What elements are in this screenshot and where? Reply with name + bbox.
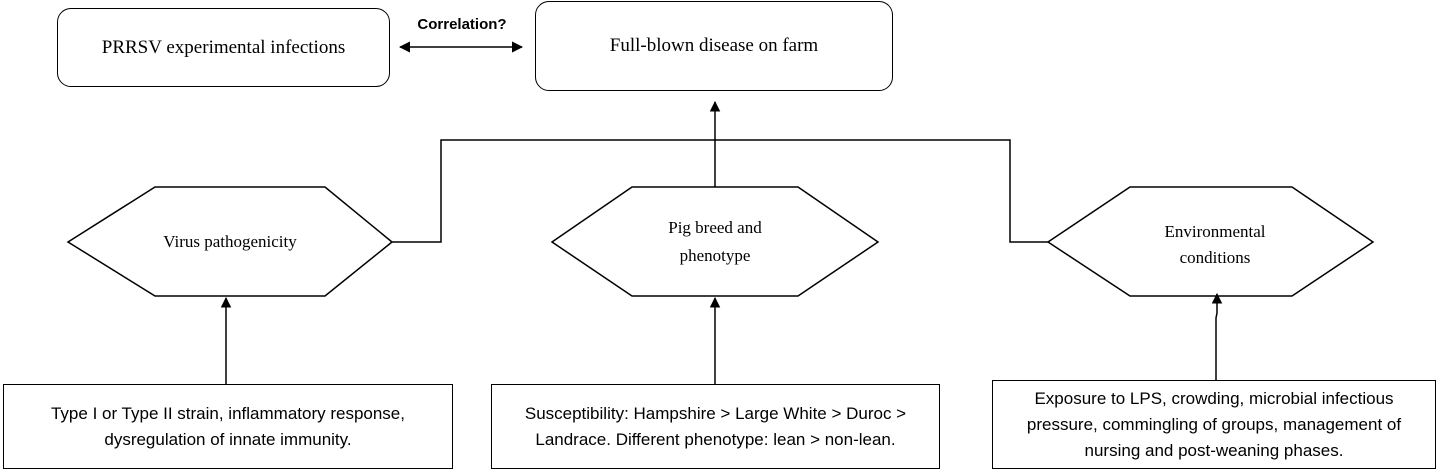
farm-disease-box: Full-blown disease on farm [535, 1, 893, 91]
pig-breed-details-box: Susceptibility: Hampshire > Large White … [491, 384, 940, 469]
environment-hexagon [1046, 186, 1375, 297]
environment-factor-label: Environmental conditions [1100, 217, 1330, 273]
virus-connector [392, 139, 715, 243]
pig-breed-details-line-1: Susceptibility: Hampshire > Large White … [524, 403, 907, 423]
virus-details-box: Type I or Type II strain, inflammatory r… [3, 384, 453, 469]
correlation-text: Correlation? [417, 15, 507, 33]
correlation-label: Correlation? [404, 12, 520, 36]
environment-detail-arrow [1211, 292, 1223, 380]
virus-details-line-1: Type I or Type II strain, inflammatory r… [50, 403, 405, 423]
environment-details-box: Exposure to LPS, crowding, microbial inf… [992, 380, 1436, 469]
experimental-infections-box: PRRSV experimental infections [57, 8, 390, 87]
pig-breed-hexagon [550, 186, 880, 297]
pig-breed-line-1: Pig breed and [668, 218, 762, 237]
environment-line-2: conditions [1179, 248, 1251, 267]
environment-details-line-3: nursing and post-weaning phases. [1084, 440, 1344, 460]
virus-factor-label: Virus pathogenicity [163, 232, 297, 251]
environment-line-1: Environmental [1164, 222, 1266, 241]
virus-details-line-2: dysregulation of innate immunity. [104, 429, 352, 449]
environment-details-line-2: pressure, commingling of groups, managem… [1026, 414, 1402, 434]
pig-breed-factor-label: Pig breed and phenotype [600, 214, 830, 270]
experimental-infections-label: PRRSV experimental infections [101, 36, 346, 58]
environment-connector [715, 139, 1048, 243]
farm-disease-label: Full-blown disease on farm [609, 35, 819, 56]
pig-breed-line-2: phenotype [679, 246, 751, 265]
pig-breed-details-line-2: Landrace. Different phenotype: lean > no… [535, 429, 896, 449]
environment-details-line-1: Exposure to LPS, crowding, microbial inf… [1034, 388, 1394, 408]
